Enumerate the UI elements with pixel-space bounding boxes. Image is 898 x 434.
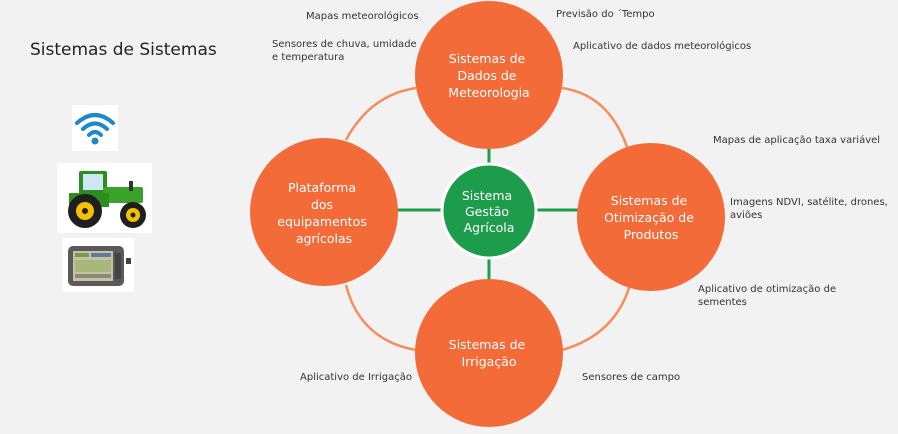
node-center-line: Gestão: [465, 204, 509, 219]
connector-top-left: [344, 86, 417, 141]
display-terminal-icon: [62, 238, 134, 292]
node-center-line: Agrícola: [464, 220, 515, 235]
annotation-line: Aplicativo de otimização de: [698, 284, 837, 295]
annotation-line: sementes: [698, 297, 747, 308]
node-right-line: Otimização de: [604, 210, 694, 225]
node-left-line: dos: [311, 197, 333, 212]
annotation-line: e temperatura: [272, 52, 345, 63]
node-left-label: Plataforma dos equipamentos agrícolas: [277, 180, 370, 246]
node-bottom-line: Irrigação: [462, 354, 517, 369]
wifi-icon: [72, 105, 118, 151]
annotation-imagens-ndvi: Imagens NDVI, satélite, drones, aviões: [730, 196, 888, 222]
node-top-line: Dados de: [458, 68, 517, 83]
annotation-app-sementes: Aplicativo de otimização de sementes: [698, 283, 836, 309]
node-bottom-circle: [415, 279, 563, 427]
node-left-circle: [250, 138, 398, 286]
tractor-icon: [57, 163, 152, 233]
node-center-label: Sistema Gestão Agrícola: [462, 188, 516, 235]
annotation-previsao-tempo: Previsão do ´Tempo: [556, 9, 655, 20]
node-right-line: Produtos: [624, 227, 679, 242]
node-top-label: Sistemas de Dados de Meteorologia: [448, 51, 529, 100]
node-center-circle: [440, 162, 538, 260]
node-bottom-label: Sistemas de Irrigação: [449, 337, 529, 369]
node-left-line: agrícolas: [296, 231, 352, 246]
annotation-app-irrigacao: Aplicativo de Irrigação: [300, 372, 412, 383]
node-top-line: Meteorologia: [448, 85, 529, 100]
connector-bottom-right: [561, 284, 632, 352]
annotation-mapas-aplicacao: Mapas de aplicação taxa variável: [713, 135, 881, 146]
connector-top-right: [561, 86, 630, 151]
annotation-line: aviões: [730, 210, 763, 221]
node-right-line: Sistemas de: [611, 193, 688, 208]
node-top-circle: [415, 1, 563, 149]
annotation-app-dados-meteo: Aplicativo de dados meteorológicos: [573, 41, 752, 52]
node-right-circle: [577, 143, 725, 291]
node-top-line: Sistemas de: [449, 51, 526, 66]
annotation-sensores-chuva: Sensores de chuva, umidade e temperatura: [272, 38, 417, 64]
annotation-mapas-meteorologicos: Mapas meteorológicos: [306, 11, 419, 22]
page-title: Sistemas de Sistemas: [30, 40, 217, 60]
annotation-line: Imagens NDVI, satélite, drones,: [730, 197, 888, 208]
node-left-line: equipamentos: [277, 214, 366, 229]
node-left-line: Plataforma: [288, 180, 356, 195]
annotation-sensores-campo: Sensores de campo: [582, 372, 681, 383]
annotation-line: Sensores de chuva, umidade: [272, 39, 417, 50]
connector-bottom-left: [344, 284, 417, 352]
node-center-line: Sistema: [462, 188, 512, 203]
node-right-label: Sistemas de Otimização de Produtos: [604, 193, 698, 242]
node-bottom-line: Sistemas de: [449, 337, 526, 352]
